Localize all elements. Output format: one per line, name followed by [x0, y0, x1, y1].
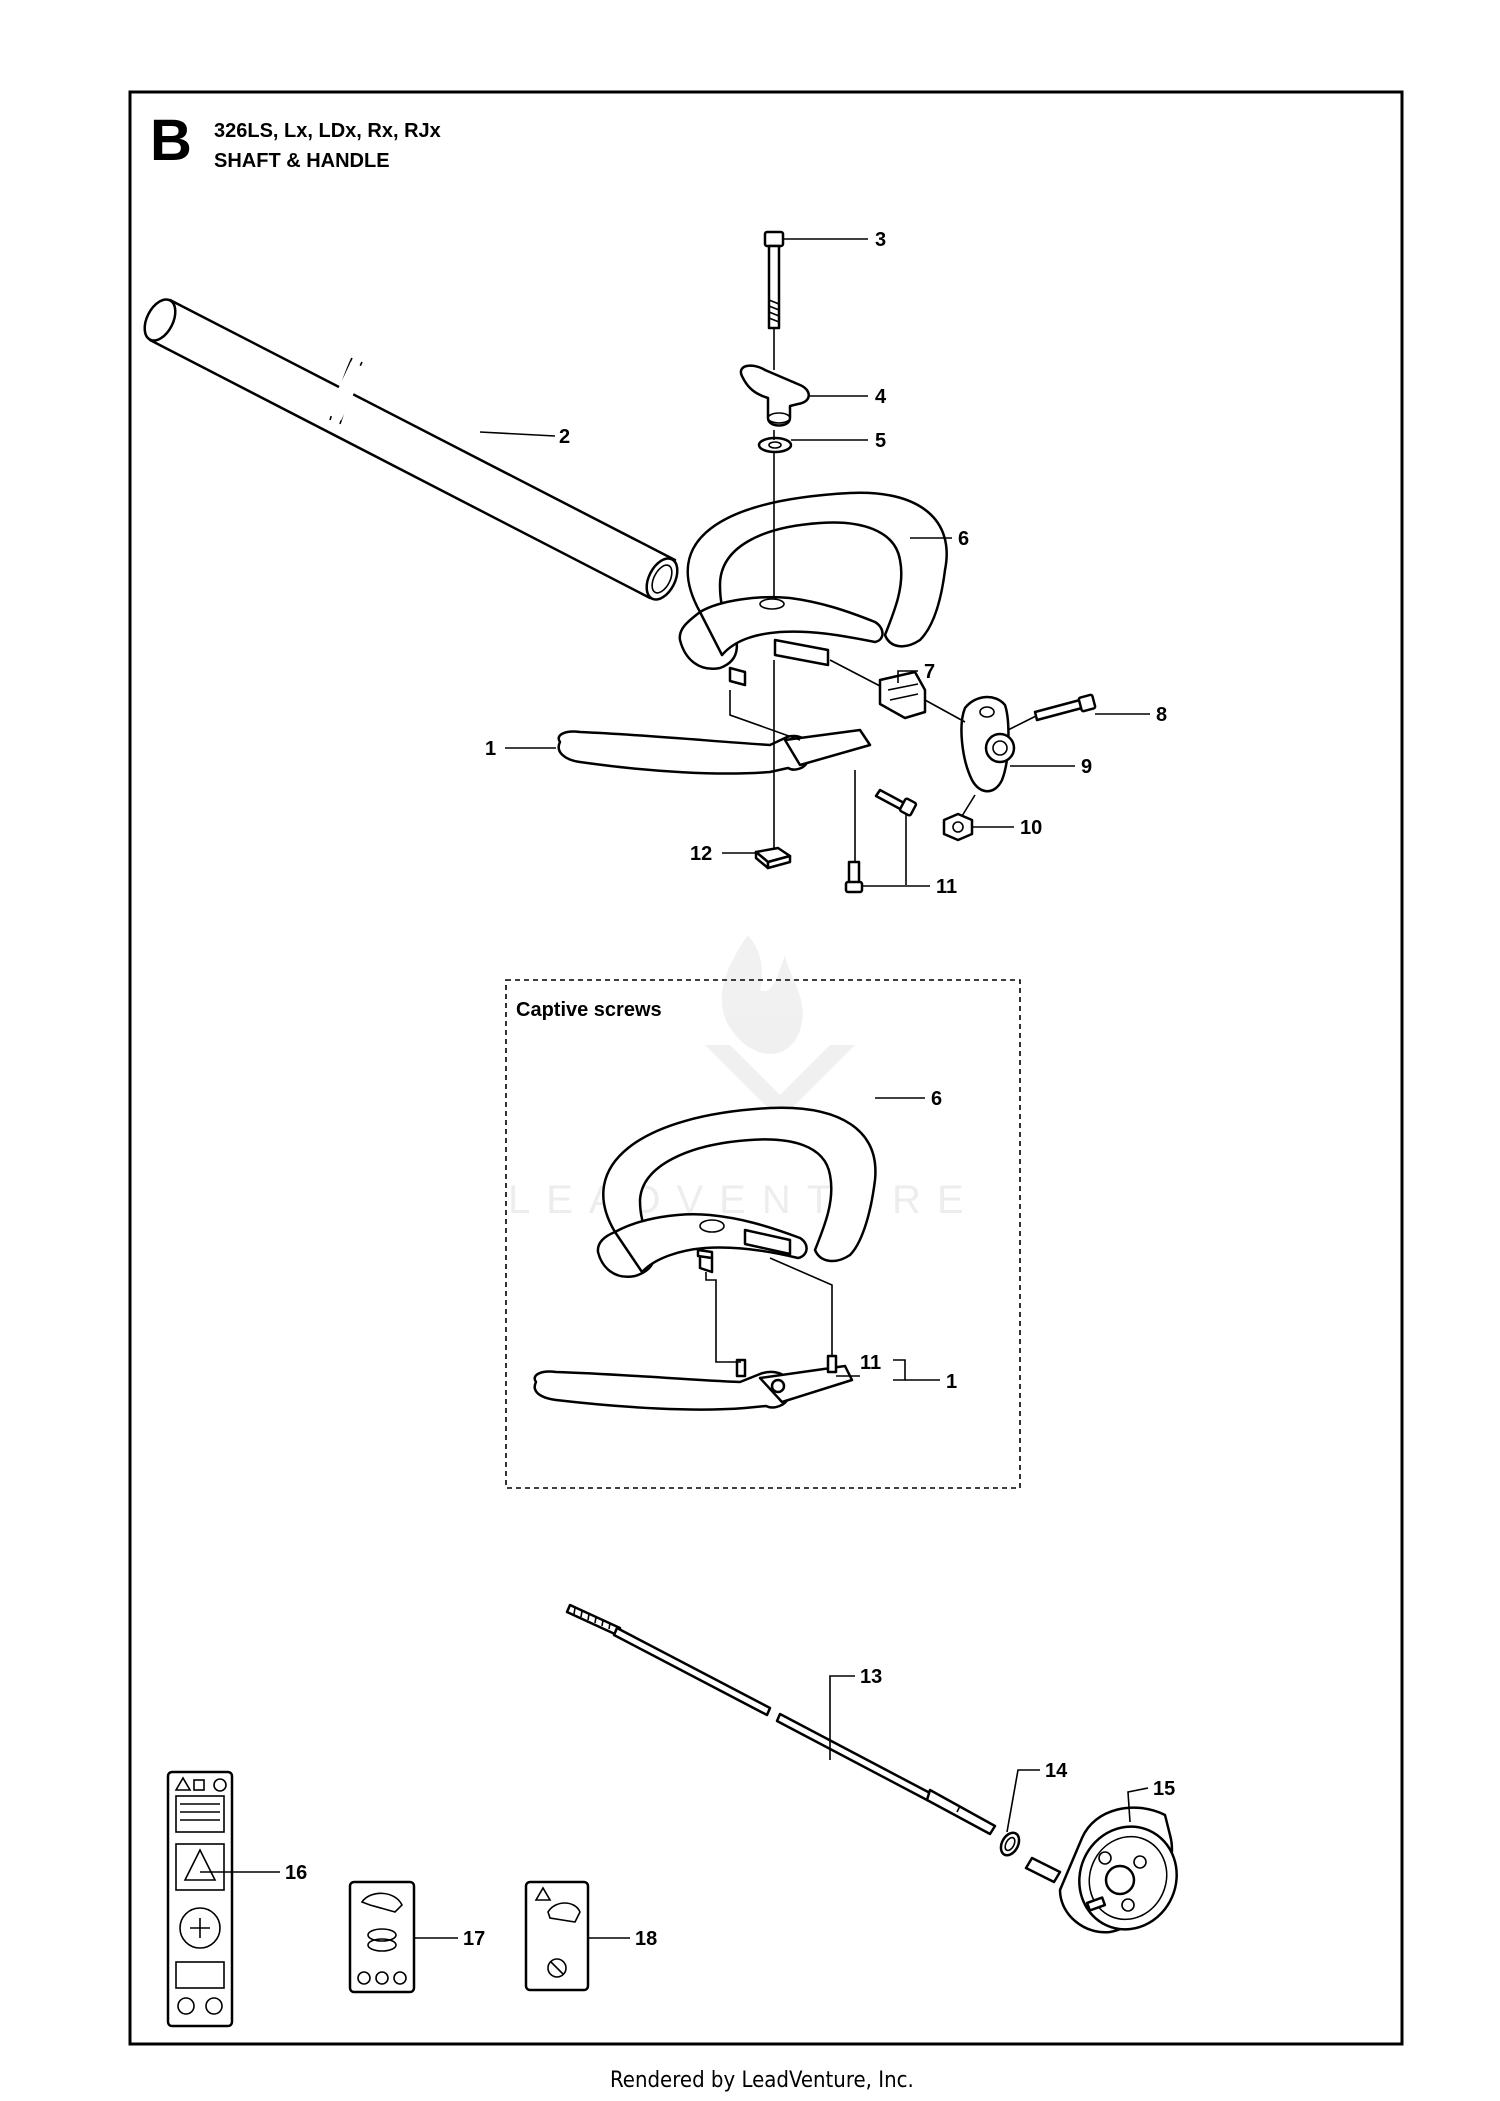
- callout-8: 8: [1095, 704, 1167, 726]
- callout-1: 1: [485, 738, 556, 760]
- svg-text:10: 10: [1020, 817, 1042, 839]
- callout-2: 2: [479, 426, 570, 448]
- svg-text:11: 11: [936, 876, 957, 898]
- svg-text:16: 16: [285, 1862, 307, 1884]
- inset-callout-11: 11: [836, 1352, 881, 1377]
- callout-11: 11: [862, 813, 957, 898]
- inset-captive-screws: Captive screws 6 11 1: [505, 979, 1021, 1489]
- svg-text:18: 18: [635, 1928, 657, 1950]
- svg-text:5: 5: [875, 430, 886, 452]
- part-11-screws: [844, 788, 918, 894]
- svg-text:3: 3: [875, 229, 886, 251]
- diagram-frame: [128, 90, 1404, 2046]
- callout-9: 9: [1010, 756, 1092, 778]
- svg-text:4: 4: [875, 386, 887, 408]
- part-8-screw: [1033, 693, 1097, 722]
- diagram-title: SHAFT & HANDLE: [214, 150, 390, 172]
- svg-text:6: 6: [931, 1088, 942, 1110]
- part-7-clamp: [878, 670, 927, 720]
- svg-text:12: 12: [690, 843, 712, 865]
- svg-text:1: 1: [485, 738, 496, 760]
- svg-text:13: 13: [860, 1666, 882, 1688]
- part-13-drive-shaft: [565, 1603, 997, 1836]
- svg-text:9: 9: [1081, 756, 1092, 778]
- watermark-text: LEADVENTURE: [508, 1178, 980, 1222]
- callout-12: 12: [690, 843, 756, 865]
- callout-14: 14: [1006, 1760, 1068, 1833]
- part-3-bolt: [763, 230, 785, 330]
- callout-13: 13: [829, 1666, 882, 1760]
- svg-text:2: 2: [559, 426, 570, 448]
- svg-text:6: 6: [958, 528, 969, 550]
- callout-4: 4: [810, 386, 887, 408]
- callout-3: 3: [783, 229, 886, 251]
- part-15-drum: [1024, 1806, 1178, 1934]
- callout-15: 15: [1127, 1778, 1175, 1823]
- callout-5: 5: [791, 430, 886, 452]
- part-6-loop-handle: [678, 491, 948, 687]
- section-letter: B: [150, 108, 192, 173]
- part-12-square-nut: [754, 846, 792, 870]
- inset-callout-1: 1: [893, 1359, 957, 1393]
- svg-text:7: 7: [924, 661, 935, 683]
- part-10-nut: [942, 812, 974, 842]
- callout-6: 6: [910, 528, 969, 550]
- model-list: 326LS, Lx, LDx, Rx, RJx: [214, 120, 441, 142]
- inset-callout-6: 6: [875, 1088, 942, 1110]
- watermark: LEADVENTURE: [508, 935, 980, 1222]
- part-5-washer: [757, 436, 793, 454]
- part-14-o-ring: [999, 1831, 1021, 1857]
- svg-text:8: 8: [1156, 704, 1167, 726]
- inset-title: Captive screws: [516, 999, 662, 1021]
- svg-text:1: 1: [946, 1371, 957, 1393]
- part-18-decal: 18: [524, 1880, 657, 1992]
- part-17-decal: 17: [348, 1880, 485, 1994]
- part-16-decal: 16: [166, 1770, 307, 2028]
- svg-text:15: 15: [1153, 1778, 1175, 1800]
- svg-text:11: 11: [860, 1352, 881, 1374]
- svg-text:17: 17: [463, 1928, 485, 1950]
- callout-7: 7: [897, 661, 935, 683]
- assembly-lines: [729, 328, 1037, 862]
- part-1-lower-bar: [557, 728, 872, 775]
- callout-10: 10: [972, 817, 1042, 839]
- footer-credit: Rendered by LeadVenture, Inc.: [610, 2068, 914, 2093]
- svg-text:14: 14: [1045, 1760, 1068, 1782]
- part-9-housing: [960, 695, 1016, 793]
- part-2-shaft-tube: [143, 298, 679, 601]
- part-4-wing-knob: [739, 364, 810, 427]
